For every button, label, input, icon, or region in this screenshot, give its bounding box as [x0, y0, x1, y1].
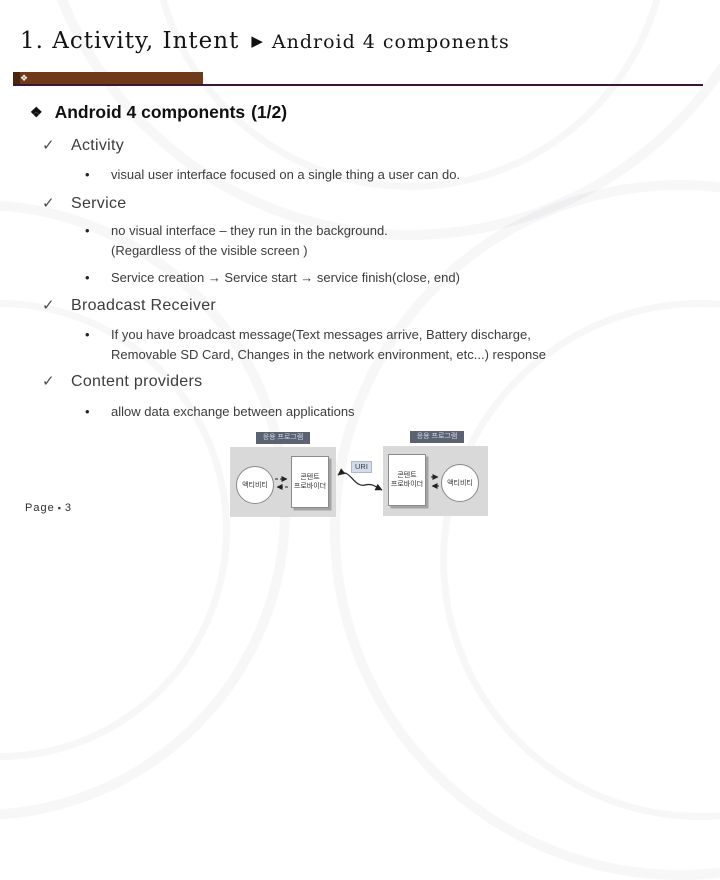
title-accent-bar: ❖: [13, 72, 203, 85]
provider-label-line: 콘텐트: [397, 472, 417, 479]
section-service: ✓ Service: [42, 194, 126, 213]
page-square-icon: ▪: [57, 503, 62, 513]
bullet-text: no visual interface – they run in the ba…: [111, 223, 388, 238]
activity-circle-right: 액티비티: [441, 464, 479, 502]
bullet-text: visual user interface focused on a singl…: [111, 167, 461, 182]
check-icon: ✓: [42, 297, 55, 314]
page-number: Page▪3: [25, 502, 72, 514]
bullet-item: • If you have broadcast message(Text mes…: [85, 325, 546, 365]
content-provider-box-left: 콘텐트 프로바이더: [291, 456, 329, 508]
dot-bullet-icon: •: [85, 223, 90, 238]
content-provider-box-right: 콘텐트 프로바이더: [388, 454, 426, 506]
slide-title: 1. Activity, Intent ▶ Android 4 componen…: [20, 28, 510, 54]
section-broadcast-receiver: ✓ Broadcast Receiver: [42, 296, 216, 315]
provider-label-line: 프로바이더: [293, 483, 327, 490]
bar-diamond-icon: ❖: [20, 73, 29, 83]
section-label: Content providers: [71, 373, 203, 390]
section-label: Broadcast Receiver: [71, 297, 217, 314]
dot-bullet-icon: •: [85, 327, 90, 342]
check-icon: ✓: [42, 195, 55, 212]
title-main: 1. Activity, Intent: [20, 28, 240, 54]
check-icon: ✓: [42, 137, 55, 154]
content-provider-diagram: 응용 프로그램 응용 프로그램 액티비티 콘텐트 프로바이더 콘텐트 프로바이더…: [228, 428, 494, 523]
section-heading: ❖ Android 4 components (1/2): [30, 102, 287, 123]
triangle-bullet-icon: ▶: [251, 32, 263, 50]
section-label: Activity: [71, 137, 125, 154]
bullet-item: • visual user interface focused on a sin…: [85, 165, 460, 185]
check-icon: ✓: [42, 373, 55, 390]
title-rule-line: [13, 84, 703, 86]
bullet-item: • no visual interface – they run in the …: [85, 221, 388, 261]
bullet-item: • allow data exchange between applicatio…: [85, 402, 355, 422]
title-sub: Android 4 components: [271, 31, 510, 53]
activity-circle-left: 액티비티: [236, 466, 274, 504]
bullet-item: • Service creation → Service start → ser…: [85, 268, 460, 288]
bullet-text: Removable SD Card, Changes in the networ…: [111, 347, 546, 362]
heading-suffix: (1/2): [251, 102, 288, 122]
dot-bullet-icon: •: [85, 404, 90, 419]
bullet-text: If you have broadcast message(Text messa…: [111, 327, 531, 342]
dot-bullet-icon: •: [85, 270, 90, 285]
page-label: Page: [25, 502, 55, 514]
page-value: 3: [64, 502, 73, 514]
app-label-right: 응용 프로그램: [410, 431, 464, 443]
section-content-providers: ✓ Content providers: [42, 372, 202, 391]
diamond-bullet-icon: ❖: [30, 104, 43, 120]
bullet-text: Service creation → Service start → servi…: [111, 270, 460, 285]
dot-bullet-icon: •: [85, 167, 90, 182]
section-label: Service: [71, 195, 127, 212]
app-label-left: 응용 프로그램: [256, 432, 310, 444]
bullet-text: (Regardless of the visible screen ): [111, 243, 308, 258]
section-activity: ✓ Activity: [42, 136, 124, 155]
provider-label-line: 콘텐트: [300, 474, 320, 481]
provider-label-line: 프로바이더: [390, 481, 424, 488]
diagram-arrows-icon: [275, 468, 439, 491]
bullet-text: allow data exchange between applications: [111, 404, 355, 419]
heading-text: Android 4 components: [54, 102, 246, 122]
